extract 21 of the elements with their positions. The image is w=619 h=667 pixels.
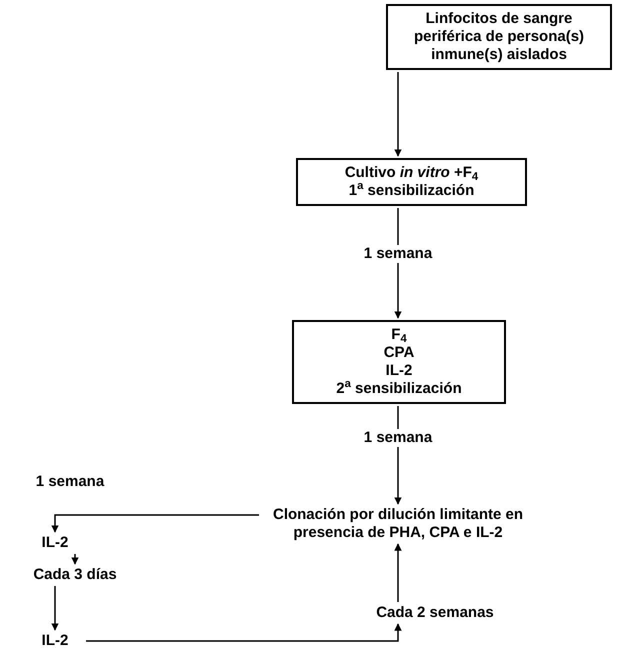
arrow: [86, 623, 402, 642]
arrow: [51, 514, 259, 533]
node-text: IL-2: [42, 632, 68, 650]
process-box: [292, 320, 506, 404]
node-text: 2$^{a}$ sensibilización: [336, 380, 462, 398]
node-text: Cultivo in vitro +F$_{4}$: [344, 164, 478, 182]
process-box: [386, 4, 612, 70]
node-text: Clonación por dilución limitante en presencia de PHA, CPA e IL-2: [272, 506, 524, 542]
process-box: [296, 158, 527, 206]
node-text: 1$^{a}$ sensibilización: [348, 182, 474, 200]
node-text: CPA: [384, 344, 414, 362]
node-text: F$_{4}$: [391, 326, 407, 344]
node-text: Cada 2 semanas: [376, 604, 494, 622]
node-text: Linfocitos de sangre periférica de persona(s) inmune(s) aislados: [412, 10, 586, 64]
arrow: [394, 72, 402, 157]
node-text: IL-2: [42, 534, 68, 552]
arrow: [394, 543, 402, 602]
arrow: [71, 554, 79, 565]
node-text: Cada 3 días: [33, 566, 117, 584]
node-text: IL-2: [386, 362, 412, 380]
arrow: [51, 586, 59, 631]
